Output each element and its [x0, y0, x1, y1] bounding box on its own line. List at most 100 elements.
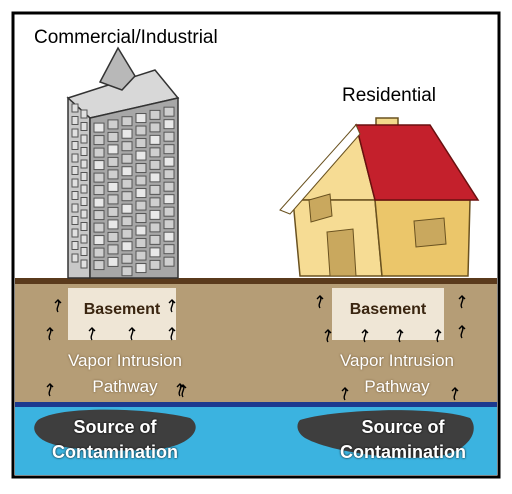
building-window — [80, 184, 88, 194]
building-window — [149, 247, 161, 258]
building-window — [135, 263, 147, 274]
basement-left — [68, 288, 176, 340]
vapor-arrow — [88, 327, 96, 341]
building-window — [80, 197, 88, 206]
pathway-label-right-2: Pathway — [364, 377, 430, 396]
building-window — [135, 125, 147, 136]
building-window — [71, 191, 79, 200]
vapor-arrow — [316, 295, 324, 309]
vapor-arrow — [434, 329, 442, 343]
building-window — [135, 250, 147, 261]
building-window — [93, 160, 105, 171]
building-window — [121, 116, 133, 127]
commercial-industrial-label: Commercial/Industrial — [34, 27, 218, 48]
building-window — [149, 197, 161, 208]
building-window — [135, 175, 147, 186]
building-window — [80, 122, 88, 131]
building-window — [93, 247, 105, 258]
building-window — [149, 109, 161, 120]
vapor-arrow — [179, 384, 187, 398]
building-window — [80, 209, 88, 219]
contamination-plume-left — [34, 409, 196, 451]
building-window — [121, 166, 133, 177]
building-window — [121, 241, 133, 252]
building-window — [121, 266, 133, 277]
building-window — [121, 253, 133, 264]
building-window — [93, 147, 105, 158]
building-window — [163, 244, 175, 255]
basement-right — [332, 288, 444, 340]
building-window — [149, 122, 161, 133]
building-window — [80, 222, 88, 231]
building-windows — [71, 103, 175, 277]
building-window — [107, 119, 119, 130]
residential-house — [279, 117, 480, 277]
building-window — [135, 200, 147, 211]
vapor-arrow — [324, 329, 332, 343]
building-window — [135, 138, 147, 149]
building-window — [80, 172, 88, 181]
basement-label-left: Basement — [83, 301, 161, 318]
building-window — [107, 194, 119, 205]
building-window — [135, 150, 147, 161]
vapor-arrow — [168, 299, 176, 313]
building-window — [163, 169, 175, 180]
building-window — [80, 159, 88, 169]
building-window — [121, 203, 133, 214]
building-window — [163, 206, 175, 217]
building-window — [149, 234, 161, 245]
building-window — [93, 235, 105, 246]
building-window — [135, 163, 147, 174]
basement-label-right: Basement — [349, 301, 427, 318]
vapor-arrow — [54, 299, 62, 313]
building-window — [121, 141, 133, 152]
building-window — [93, 172, 105, 183]
building-window — [149, 134, 161, 145]
contamination-plume-right — [297, 410, 474, 458]
vapor-arrow — [168, 327, 176, 341]
building-window — [163, 194, 175, 205]
house-window-left — [308, 193, 333, 223]
vapor-arrow — [458, 295, 466, 309]
building-window — [163, 181, 175, 192]
building-window — [121, 153, 133, 164]
building-window — [135, 238, 147, 249]
pathway-label-left-1: Vapor Intrusion — [67, 351, 183, 370]
commercial-building — [66, 46, 180, 279]
building-window — [107, 169, 119, 180]
building-window — [71, 141, 79, 150]
building-window — [163, 156, 175, 167]
building-window — [71, 116, 79, 125]
pathway-label-left-2: Pathway — [92, 377, 158, 396]
building-window — [80, 247, 88, 256]
building-window — [121, 216, 133, 227]
building-window — [163, 231, 175, 242]
ground-surface-line — [15, 278, 497, 284]
water-table-line — [15, 402, 497, 407]
vapor-arrow — [341, 387, 349, 401]
pathway-label-right-1: Vapor Intrusion — [339, 351, 455, 370]
source-label-right-1: Source of — [361, 417, 445, 437]
building-window — [93, 185, 105, 196]
residential-label: Residential — [342, 85, 436, 106]
building-window — [107, 244, 119, 255]
building-window — [71, 103, 79, 113]
building-window — [135, 188, 147, 199]
vapor-arrow — [396, 329, 404, 343]
vapor-arrow — [451, 387, 459, 401]
building-window — [107, 156, 119, 167]
vapor-arrow — [458, 325, 466, 339]
building-window — [121, 128, 133, 139]
building-window — [135, 225, 147, 236]
source-label-right-2: Contamination — [340, 442, 466, 462]
building-window — [107, 131, 119, 142]
building-window — [149, 222, 161, 233]
building-window — [163, 144, 175, 155]
building-window — [80, 259, 88, 269]
house-window-right — [413, 217, 447, 248]
building-window — [149, 184, 161, 195]
building-window — [149, 159, 161, 170]
vapor-arrow — [361, 329, 369, 343]
